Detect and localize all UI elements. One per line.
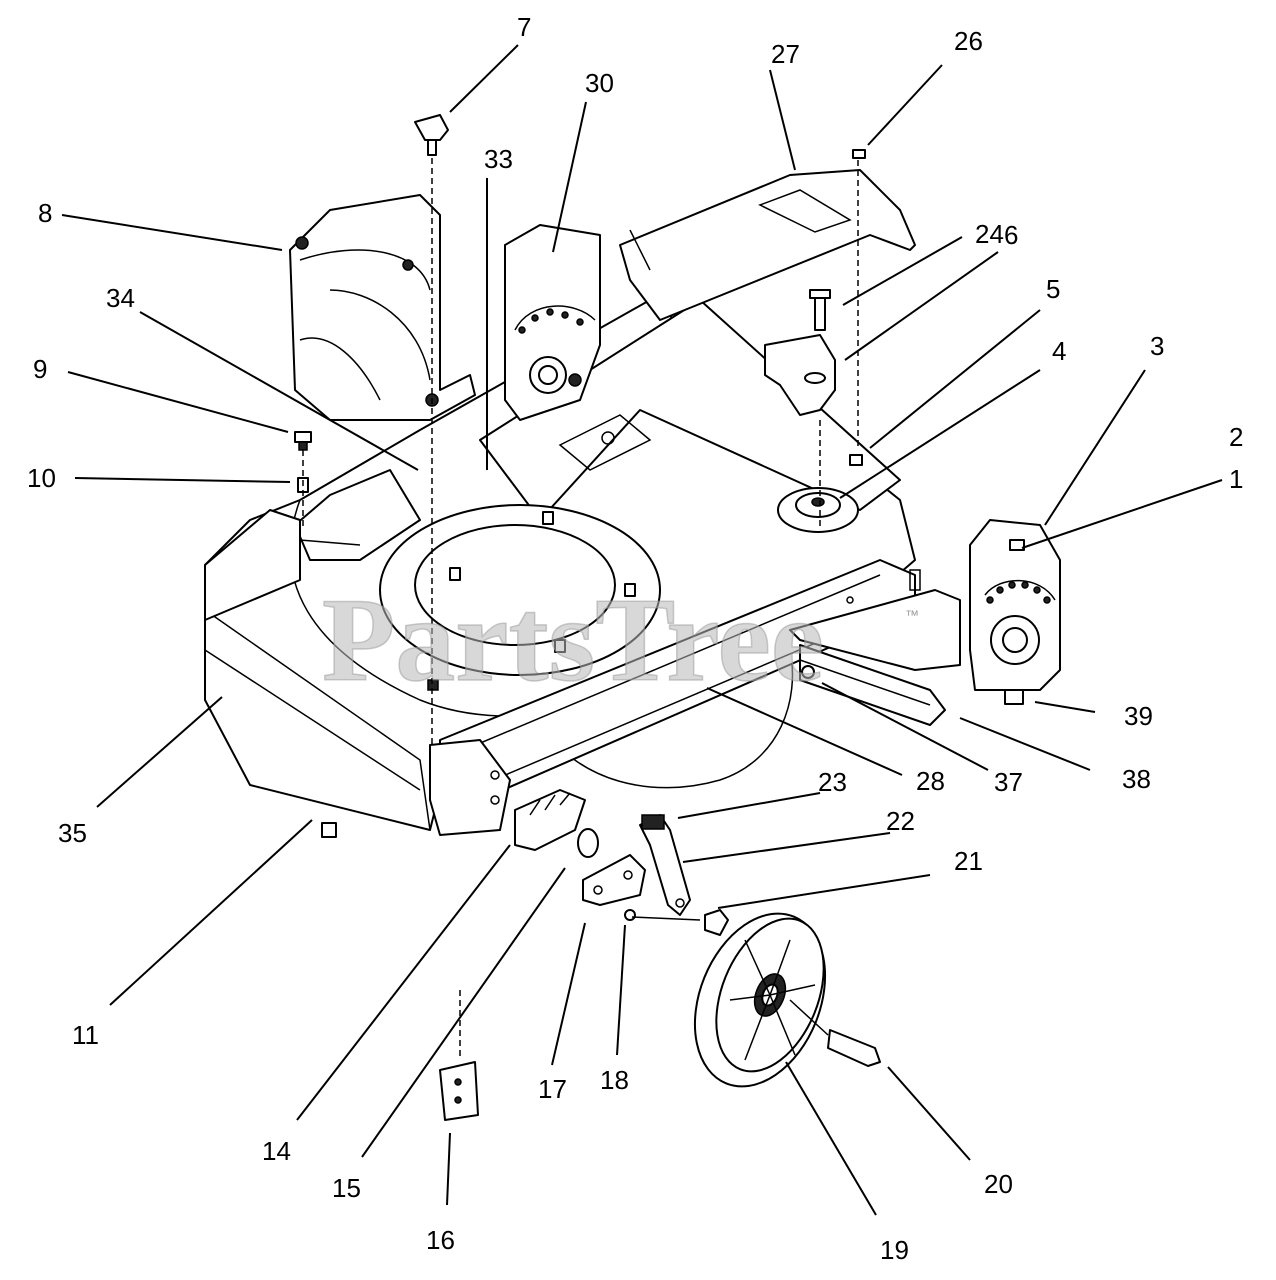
part-label-1: 1 (1229, 464, 1243, 494)
part-label-19: 19 (880, 1235, 909, 1265)
watermark: PartsTree ™ (321, 572, 919, 707)
part-label-33: 33 (484, 144, 513, 174)
part-label-35: 35 (58, 818, 87, 848)
part-label-26: 26 (954, 26, 983, 56)
part-label-20: 20 (984, 1169, 1013, 1199)
part-label-7: 7 (517, 12, 531, 42)
part-label-11: 11 (72, 1020, 99, 1050)
part-label-39: 39 (1124, 701, 1153, 731)
height-adjust-bracket-front (504, 224, 601, 421)
part-label-3: 3 (1150, 331, 1164, 361)
screw-fasteners (294, 431, 312, 530)
part-label-24: 24 (975, 219, 1004, 249)
leader-lines (61, 44, 1223, 1216)
part-label-28: 28 (916, 766, 945, 796)
height-adjust-bracket-rear (969, 519, 1061, 705)
part-label-9: 9 (33, 354, 47, 384)
watermark-trademark: ™ (905, 607, 919, 623)
part-label-4: 4 (1052, 336, 1066, 366)
part-label-38: 38 (1122, 764, 1151, 794)
part-label-16: 16 (426, 1225, 455, 1255)
part-label-34: 34 (106, 283, 135, 313)
nut (321, 822, 337, 838)
part-label-14: 14 (262, 1136, 291, 1166)
belt-cover (619, 169, 916, 321)
part-label-6: 6 (1004, 220, 1018, 250)
part-label-10: 10 (27, 463, 56, 493)
part-label-2: 2 (1229, 422, 1243, 452)
part-labels: 1 2 3 4 5 6 7 8 9 10 11 14 15 16 17 18 1… (27, 12, 1243, 1265)
chute-pin (414, 114, 449, 745)
part-label-5: 5 (1046, 274, 1060, 304)
part-label-30: 30 (585, 68, 614, 98)
watermark-text: PartsTree (322, 573, 824, 706)
mounting-plate (439, 990, 479, 1121)
part-label-37: 37 (994, 767, 1023, 797)
part-label-18: 18 (600, 1065, 629, 1095)
part-label-17: 17 (538, 1074, 567, 1104)
idler-bracket (764, 149, 866, 530)
mower-deck (204, 299, 921, 836)
height-adjust-lever (514, 789, 691, 921)
part-label-15: 15 (332, 1173, 361, 1203)
discharge-chute (289, 194, 476, 421)
part-label-21: 21 (954, 846, 983, 876)
part-label-27: 27 (771, 39, 800, 69)
wheel-assembly (631, 909, 881, 1088)
part-label-22: 22 (886, 806, 915, 836)
part-label-8: 8 (38, 198, 52, 228)
rear-baffle (789, 589, 961, 726)
part-label-23: 23 (818, 767, 847, 797)
